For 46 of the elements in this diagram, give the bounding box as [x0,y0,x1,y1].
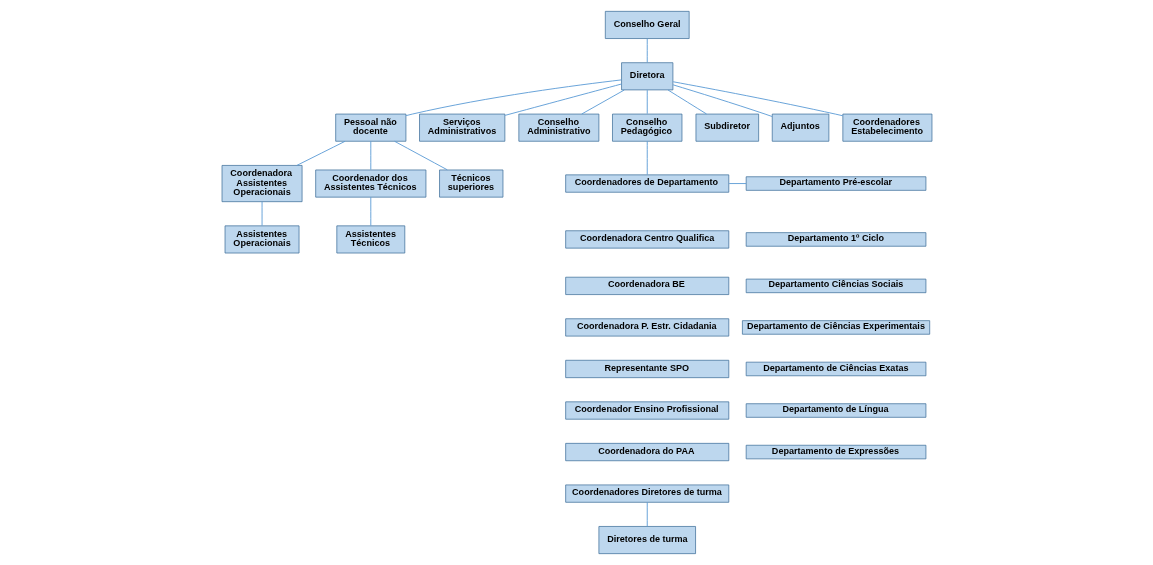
node-box: Coordenadores de Departamento [564,174,729,193]
node-box: Adjuntos [771,113,829,142]
node-box: Assistentes Técnicos [335,225,405,254]
connector [504,83,622,116]
node-box: Departamento Pré-escolar [745,176,926,191]
connector [728,183,746,184]
node-box: Departamento 1º Ciclo [745,232,926,247]
node-box: Representante SPO [564,359,729,379]
node-box: Coordenadores Estabelecimento [842,113,932,142]
connector [672,84,773,117]
connector [646,501,648,527]
connector [646,38,648,63]
node-box: Conselho Administrativo [517,113,599,142]
node-box: Departamento Ciências Sociais [745,278,926,294]
node-box: Coordenadores Diretores de turma [564,484,729,503]
node-box: Coordenador Ensino Profissional [564,401,729,420]
node-box: Técnicos superiores [438,169,503,198]
connector [295,140,345,166]
node-box: Conselho Geral [604,10,690,39]
connector [369,196,371,226]
node-box: Coordenadora Assistentes Operacionais [221,165,302,203]
connector [646,140,648,176]
connector [261,201,262,226]
node-box: Serviços Administrativos [418,113,505,142]
connector [580,89,625,115]
node-box: Diretora [620,62,673,91]
node-box: Assistentes Operacionais [224,225,299,254]
node-box: Departamento de Expressões [745,444,926,460]
connector [405,79,622,117]
node-box: Coordenadora do PAA [564,443,729,462]
node-box: Coordenadora P. Estr. Cidadania [564,318,729,337]
node-box: Subdiretor [695,113,759,142]
node-box: Departamento de Ciências Exatas [745,361,926,377]
connector [667,89,707,115]
connector [369,140,371,171]
connector [393,140,448,171]
node-box: Coordenador dos Assistentes Técnicos [314,169,426,198]
connector [672,81,843,117]
node-box: Departamento de Língua [745,403,926,418]
node-box: Coordenadora BE [564,276,729,295]
connector [646,89,648,115]
node-box: Conselho Pedagógico [611,113,682,142]
node-box: Pessoal não docente [334,113,406,142]
node-box: Coordenadora Centro Qualifica [564,230,729,249]
node-box: Diretores de turma [598,526,696,554]
node-box: Departamento de Ciências Experimentais [741,320,930,335]
